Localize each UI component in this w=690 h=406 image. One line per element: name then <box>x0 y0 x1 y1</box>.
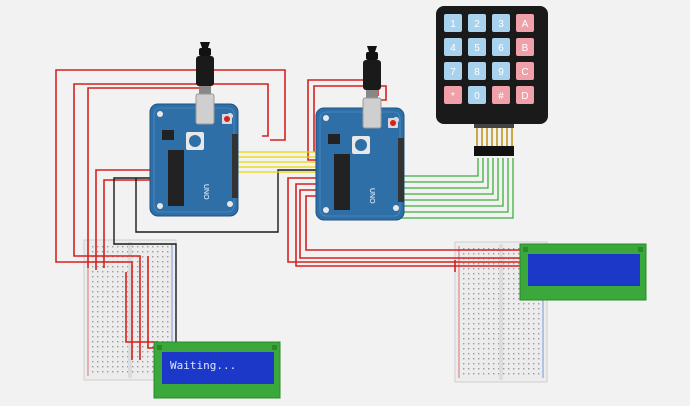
keypad-key[interactable]: 6 <box>492 38 510 56</box>
key-face <box>516 14 534 32</box>
arduino-label: UNO <box>202 184 209 200</box>
keypad-4x4[interactable]: 1 2 3 A 4 5 6 B 7 8 9 C * 0 # D <box>436 6 548 156</box>
key-label: 5 <box>474 43 480 54</box>
keypad-pin <box>506 128 508 146</box>
key-label: B <box>522 43 529 54</box>
key-face <box>468 86 486 104</box>
key-face <box>444 86 462 104</box>
key-label: A <box>522 19 529 30</box>
key-face <box>492 14 510 32</box>
keypad-key[interactable]: 2 <box>468 14 486 32</box>
key-face <box>444 38 462 56</box>
keypad-key[interactable]: D <box>516 86 534 104</box>
key-face <box>492 62 510 80</box>
key-face <box>516 86 534 104</box>
arduino-label: UNO <box>368 188 375 204</box>
key-face <box>516 62 534 80</box>
keypad-pin <box>501 128 503 146</box>
keypad-key[interactable]: A <box>516 14 534 32</box>
usb-cable-right <box>362 46 382 129</box>
key-face <box>468 62 486 80</box>
arduino-uno-left[interactable]: UNO <box>149 103 239 217</box>
key-face <box>468 14 486 32</box>
keypad-pin <box>496 128 498 146</box>
keypad-pin <box>491 128 493 146</box>
key-label: 2 <box>474 19 480 30</box>
keypad-pin <box>486 128 488 146</box>
keypad-key[interactable]: 0 <box>468 86 486 104</box>
keypad-key[interactable]: # <box>492 86 510 104</box>
keypad-key[interactable]: B <box>516 38 534 56</box>
keypad-key[interactable]: 4 <box>444 38 462 56</box>
key-label: 9 <box>498 67 504 78</box>
key-label: 1 <box>450 19 456 30</box>
key-label: 8 <box>474 67 480 78</box>
key-label: # <box>498 91 504 102</box>
key-label: 6 <box>498 43 504 54</box>
keypad-key[interactable]: C <box>516 62 534 80</box>
keypad-key[interactable]: 1 <box>444 14 462 32</box>
usb-cable-left <box>195 42 215 125</box>
lcd-16x2-left: Waiting... <box>153 341 281 399</box>
keypad-pin <box>511 128 513 146</box>
arduino-uno-right[interactable]: UNO <box>315 107 405 221</box>
key-label: * <box>451 91 455 102</box>
keypad-key[interactable]: * <box>444 86 462 104</box>
key-face <box>492 86 510 104</box>
keypad-key[interactable]: 3 <box>492 14 510 32</box>
keypad-key[interactable]: 7 <box>444 62 462 80</box>
lcd-display-text: Waiting... <box>170 359 236 372</box>
keypad-key[interactable]: 8 <box>468 62 486 80</box>
keypad-key[interactable]: 5 <box>468 38 486 56</box>
keypad-pin <box>476 128 478 146</box>
keypad-key[interactable]: 9 <box>492 62 510 80</box>
key-face <box>444 62 462 80</box>
key-face <box>516 38 534 56</box>
key-label: C <box>521 67 528 78</box>
key-label: 7 <box>450 67 456 78</box>
keypad-pin <box>481 128 483 146</box>
lcd-16x2-right <box>519 243 647 301</box>
key-label: 3 <box>498 19 504 30</box>
key-label: 4 <box>450 43 456 54</box>
key-face <box>492 38 510 56</box>
key-face <box>468 38 486 56</box>
key-label: D <box>521 91 528 102</box>
key-face <box>444 14 462 32</box>
key-label: 0 <box>474 91 480 102</box>
